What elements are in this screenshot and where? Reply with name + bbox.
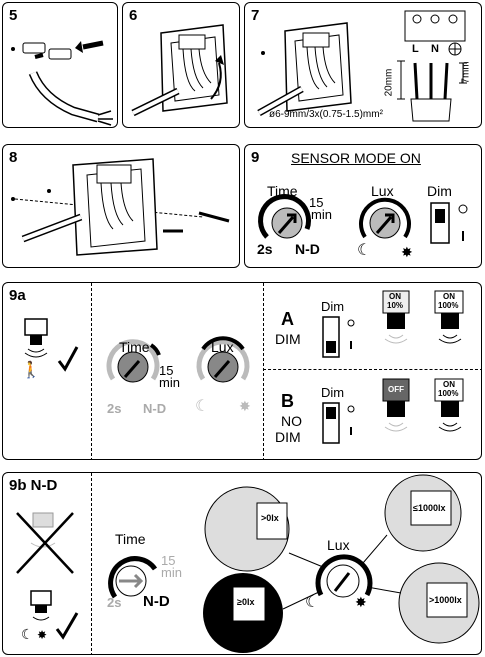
wiring-detail-illustration — [257, 10, 467, 122]
step-9a-panel: 9a 🚶 ☾ ✸ — [2, 282, 482, 460]
zone-3-label: ≥0lx — [237, 597, 255, 607]
lux-dial[interactable]: ☾ ✸ — [357, 197, 413, 261]
divider — [263, 369, 481, 370]
cross-icon — [16, 512, 74, 574]
dim-label: Dim — [427, 183, 452, 199]
time-dial[interactable] — [106, 339, 161, 383]
lamp-a1-value: 10% — [387, 301, 404, 310]
time-min-label: min — [159, 375, 180, 390]
lux-dial[interactable]: ☾ ✸ — [195, 336, 251, 415]
lamp-b1-off: OFF — [388, 385, 404, 394]
sun-icon: ✸ — [355, 595, 367, 611]
step-6-panel: 6 — [122, 2, 240, 128]
option-a-word: DIM — [275, 331, 301, 347]
sensor-icon: ☾ ✸ — [21, 590, 79, 643]
option-b-letter: B — [281, 391, 294, 411]
lamp-a2-on: ON — [443, 292, 455, 301]
strip-length-20: 20mm — [383, 68, 395, 97]
lamp-full-100-a — [434, 290, 464, 344]
mode-9b-art: ☾ ✸ ☾ ✸ — [16, 474, 480, 653]
sensor-off-icon — [16, 512, 74, 574]
zone-4-label: >1000lx — [429, 595, 462, 605]
step-number: 9a — [9, 287, 26, 304]
option-b-dim-label: Dim — [321, 385, 345, 400]
checkmark-icon — [55, 612, 79, 640]
time-nd-label: N-D — [295, 241, 320, 257]
time-nd-label: N-D — [143, 593, 170, 610]
time-label: Time — [115, 531, 146, 547]
option-b-word2: DIM — [275, 429, 301, 445]
time-label: Time — [119, 339, 150, 355]
sensor-icon — [24, 318, 48, 358]
lamp-dim-10 — [382, 290, 410, 344]
time-15-label: 15 — [309, 195, 324, 210]
moon-icon: ☾ — [195, 396, 209, 415]
time-dial[interactable] — [108, 556, 158, 599]
time-2s-label: 2s — [107, 595, 122, 610]
sun-icon: ✸ — [37, 628, 47, 642]
step-number: 8 — [9, 149, 18, 166]
step-number: 5 — [9, 7, 18, 24]
step-number: 9 — [251, 149, 260, 166]
terminal-n-label: N — [431, 43, 439, 55]
mode-9a-art: 🚶 ☾ ✸ — [21, 290, 464, 444]
step-9-panel: 9 SENSOR MODE ON Time 15 min 2s N-D Lux … — [244, 144, 482, 268]
time-2s-label: 2s — [107, 401, 122, 416]
time-nd-label: N-D — [143, 401, 167, 416]
step-number: 9b N-D — [9, 477, 58, 494]
time-2s-label: 2s — [257, 241, 273, 257]
step-number: 7 — [251, 7, 260, 24]
lamp-b2-value: 100% — [438, 389, 459, 398]
wiring-box-illustration — [131, 24, 228, 117]
time-dial[interactable] — [258, 194, 312, 239]
lux-dial[interactable]: ☾ ✸ — [305, 554, 373, 611]
step-7-panel: 7 L N 20mm 7mm ø6-9mm/3x(0.75-1.5)mm² — [244, 2, 482, 128]
divider — [263, 283, 264, 459]
lamp-full-100-b — [434, 378, 464, 432]
option-a-dim-label: Dim — [321, 299, 345, 314]
zone-1-label: >0lx — [261, 513, 279, 523]
mounting-illustration — [11, 158, 230, 256]
dim-switch[interactable] — [430, 202, 468, 244]
time-min-label: min — [311, 207, 332, 222]
person-walking-icon: 🚶 — [21, 360, 41, 379]
strip-length-7: 7mm — [460, 61, 472, 84]
divider — [91, 283, 92, 459]
sensor-controls: ☾ ✸ — [258, 194, 468, 261]
moon-icon: ☾ — [21, 627, 34, 643]
option-a-letter: A — [281, 309, 294, 329]
lamp-b2-on: ON — [443, 380, 455, 389]
cable-spec: ø6-9mm/3x(0.75-1.5)mm² — [269, 109, 383, 120]
lux-label: Lux — [371, 183, 394, 199]
checkmark-icon — [57, 346, 79, 372]
moon-icon: ☾ — [357, 240, 371, 259]
sun-icon: ✸ — [239, 399, 251, 415]
lamp-a1-on: ON — [389, 292, 401, 301]
lux-label: Lux — [211, 339, 234, 355]
time-15-label: 15 — [159, 363, 174, 378]
dim-switch-a[interactable] — [322, 316, 355, 358]
step-number: 6 — [129, 7, 138, 24]
time-min-label: min — [161, 565, 182, 580]
sensor-mode-title: SENSOR MODE ON — [291, 150, 421, 166]
zone-2-label: ≤1000lx — [413, 503, 446, 513]
lux-label: Lux — [327, 537, 350, 553]
sun-icon: ✸ — [401, 245, 413, 261]
wall-plug-illustration — [11, 40, 113, 126]
time-15-label: 15 — [161, 553, 176, 568]
option-b-word1: NO — [281, 413, 302, 429]
step-5-panel: 5 — [2, 2, 118, 128]
step-8-panel: 8 — [2, 144, 240, 268]
lamp-off — [382, 378, 410, 432]
step-9b-panel: 9b N-D ☾ ✸ — [2, 472, 482, 655]
dim-switch-b[interactable] — [322, 402, 355, 444]
terminal-l-label: L — [412, 43, 419, 55]
lamp-a2-value: 100% — [438, 301, 459, 310]
divider — [91, 473, 92, 654]
